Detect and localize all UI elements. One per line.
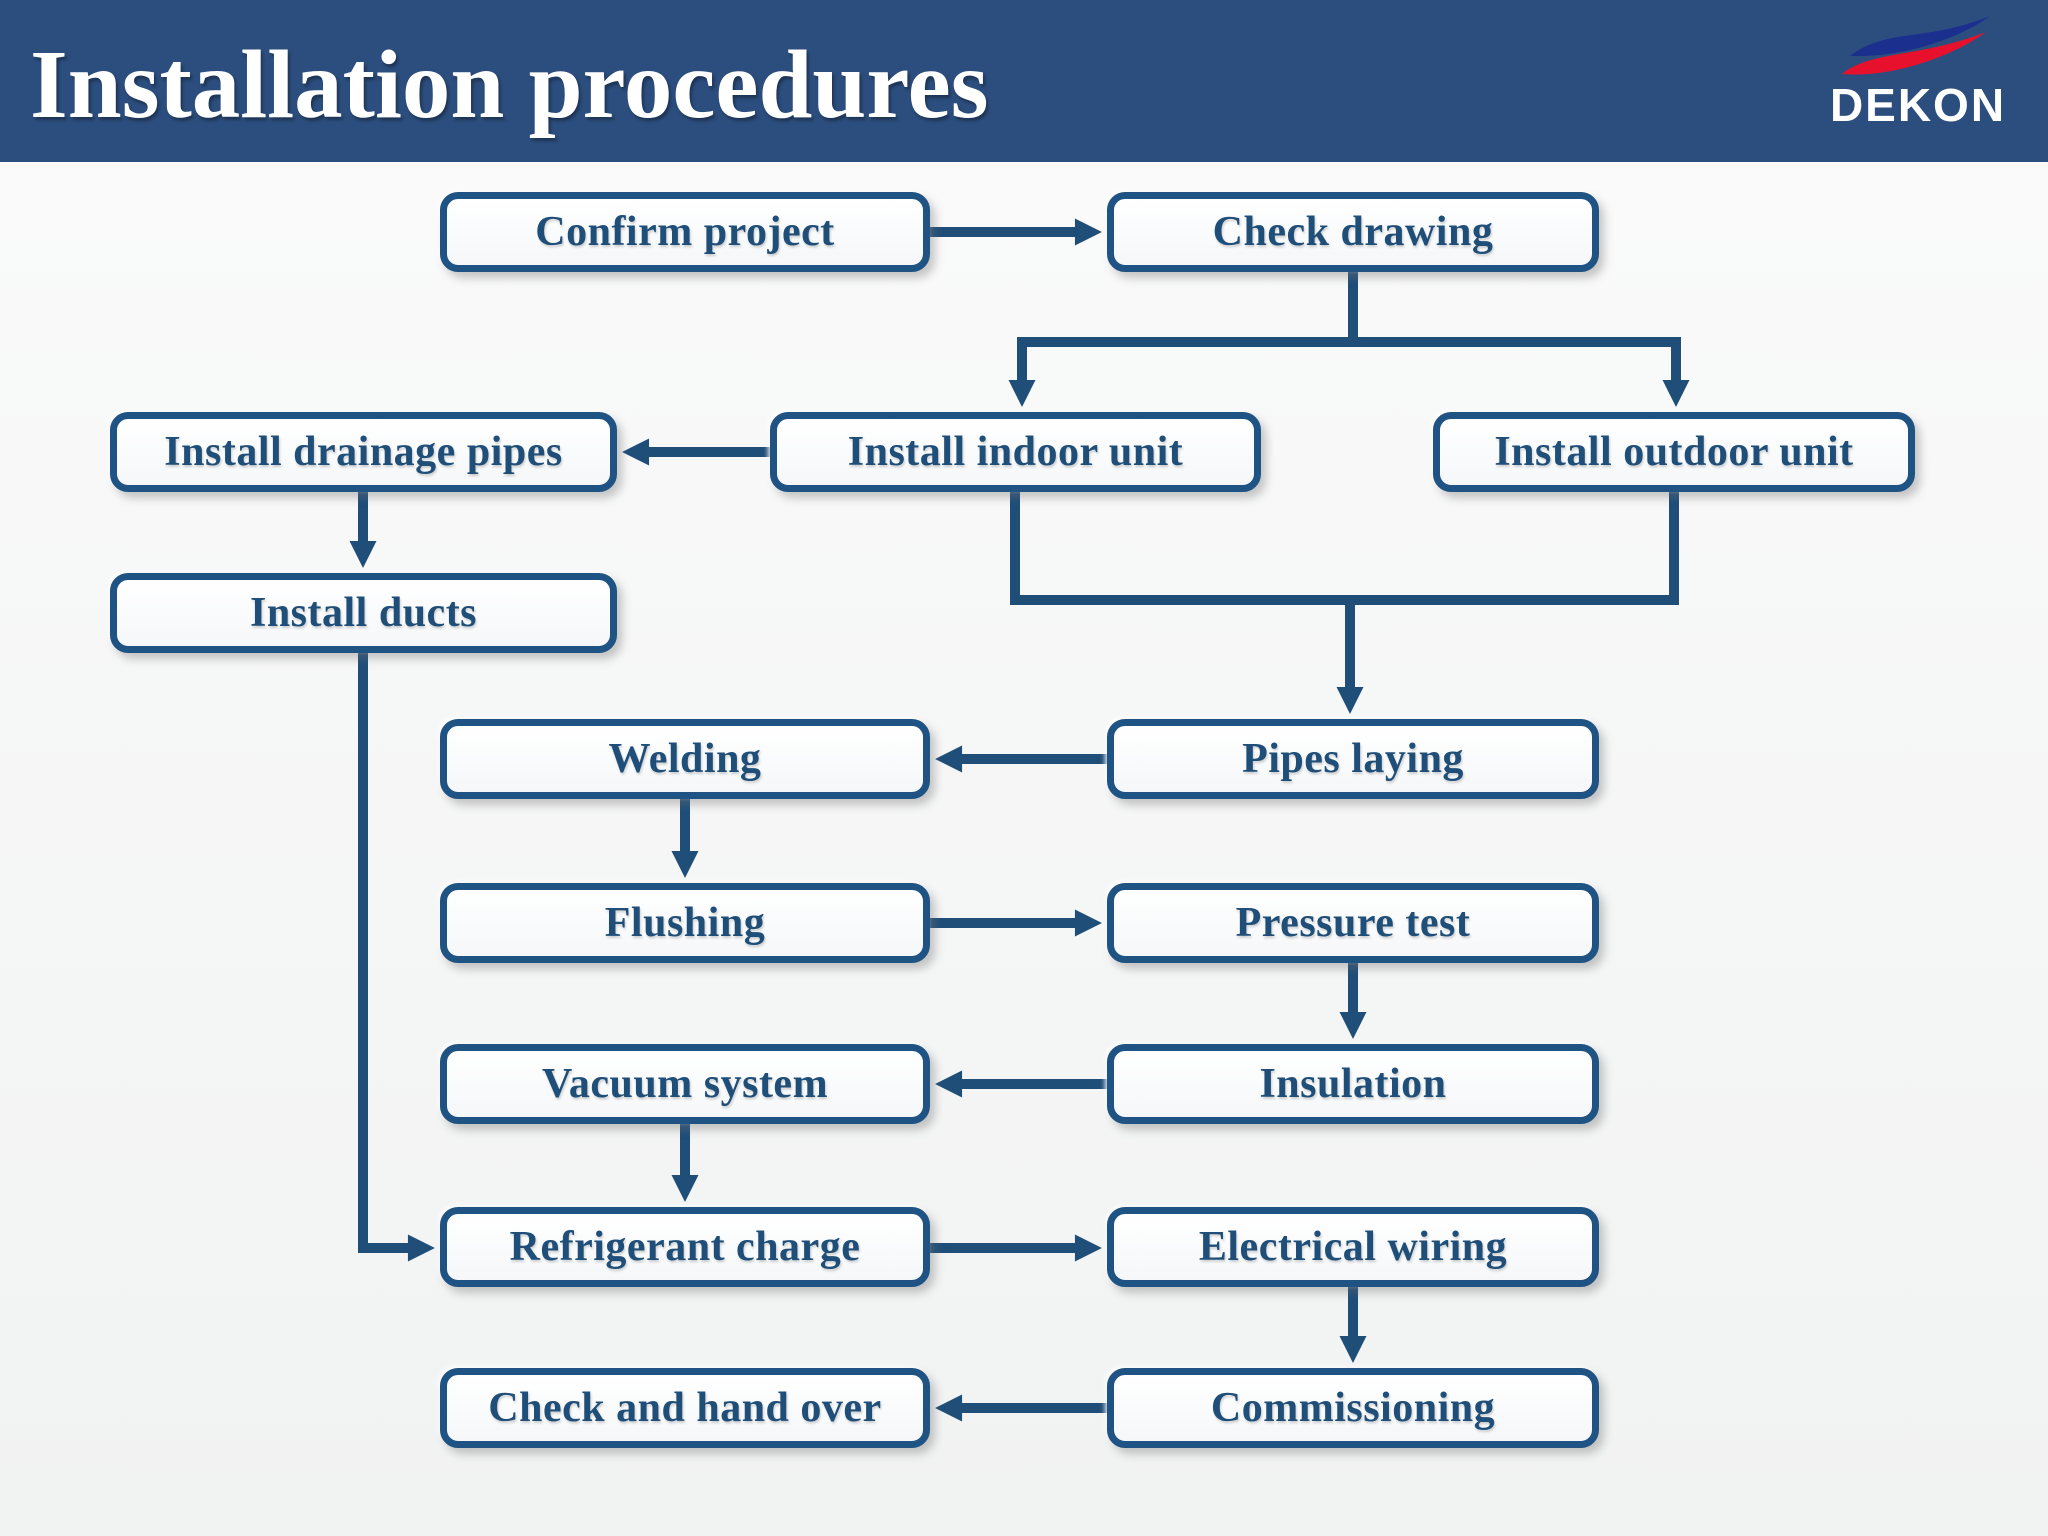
node-label: Install outdoor unit	[1494, 429, 1854, 475]
node-flushing: Flushing	[440, 883, 930, 963]
node-install-outdoor-unit: Install outdoor unit	[1433, 412, 1915, 492]
node-confirm-project: Confirm project	[440, 192, 930, 272]
node-label: Commissioning	[1210, 1385, 1496, 1431]
node-label: Install indoor unit	[847, 429, 1184, 475]
node-label: Flushing	[604, 900, 766, 946]
node-check-drawing: Check drawing	[1107, 192, 1599, 272]
node-commissioning: Commissioning	[1107, 1368, 1599, 1448]
node-label: Vacuum system	[541, 1061, 829, 1107]
node-label: Confirm project	[535, 209, 835, 255]
node-label: Install ducts	[249, 590, 478, 636]
node-install-ducts: Install ducts	[110, 573, 617, 653]
header-bar: Installation procedures DEKON	[0, 0, 2048, 162]
node-label: Pipes laying	[1242, 736, 1464, 782]
node-label: Install drainage pipes	[164, 429, 563, 475]
node-label: Check drawing	[1212, 209, 1494, 255]
node-pipes-laying: Pipes laying	[1107, 719, 1599, 799]
node-install-drainage-pipes: Install drainage pipes	[110, 412, 617, 492]
node-label: Refrigerant charge	[509, 1224, 861, 1270]
node-welding: Welding	[440, 719, 930, 799]
node-insulation: Insulation	[1107, 1044, 1599, 1124]
node-refrigerant-charge: Refrigerant charge	[440, 1207, 930, 1287]
node-label: Check and hand over	[488, 1385, 882, 1431]
node-electrical-wiring: Electrical wiring	[1107, 1207, 1599, 1287]
edge-ducts-to-refrigerant	[358, 653, 435, 1262]
logo-swoosh-icon	[1842, 16, 1990, 75]
node-label: Pressure test	[1235, 900, 1471, 946]
brand-logo: DEKON	[1828, 12, 2008, 132]
edge-merge-bus	[1010, 487, 1679, 605]
logo-brand-text: DEKON	[1829, 79, 2007, 131]
node-label: Welding	[608, 736, 762, 782]
node-label: Insulation	[1259, 1061, 1447, 1107]
node-vacuum-system: Vacuum system	[440, 1044, 930, 1124]
node-pressure-test: Pressure test	[1107, 883, 1599, 963]
node-check-and-hand-over: Check and hand over	[440, 1368, 930, 1448]
node-label: Electrical wiring	[1198, 1224, 1508, 1270]
node-install-indoor-unit: Install indoor unit	[770, 412, 1261, 492]
page-title: Installation procedures	[30, 31, 989, 138]
